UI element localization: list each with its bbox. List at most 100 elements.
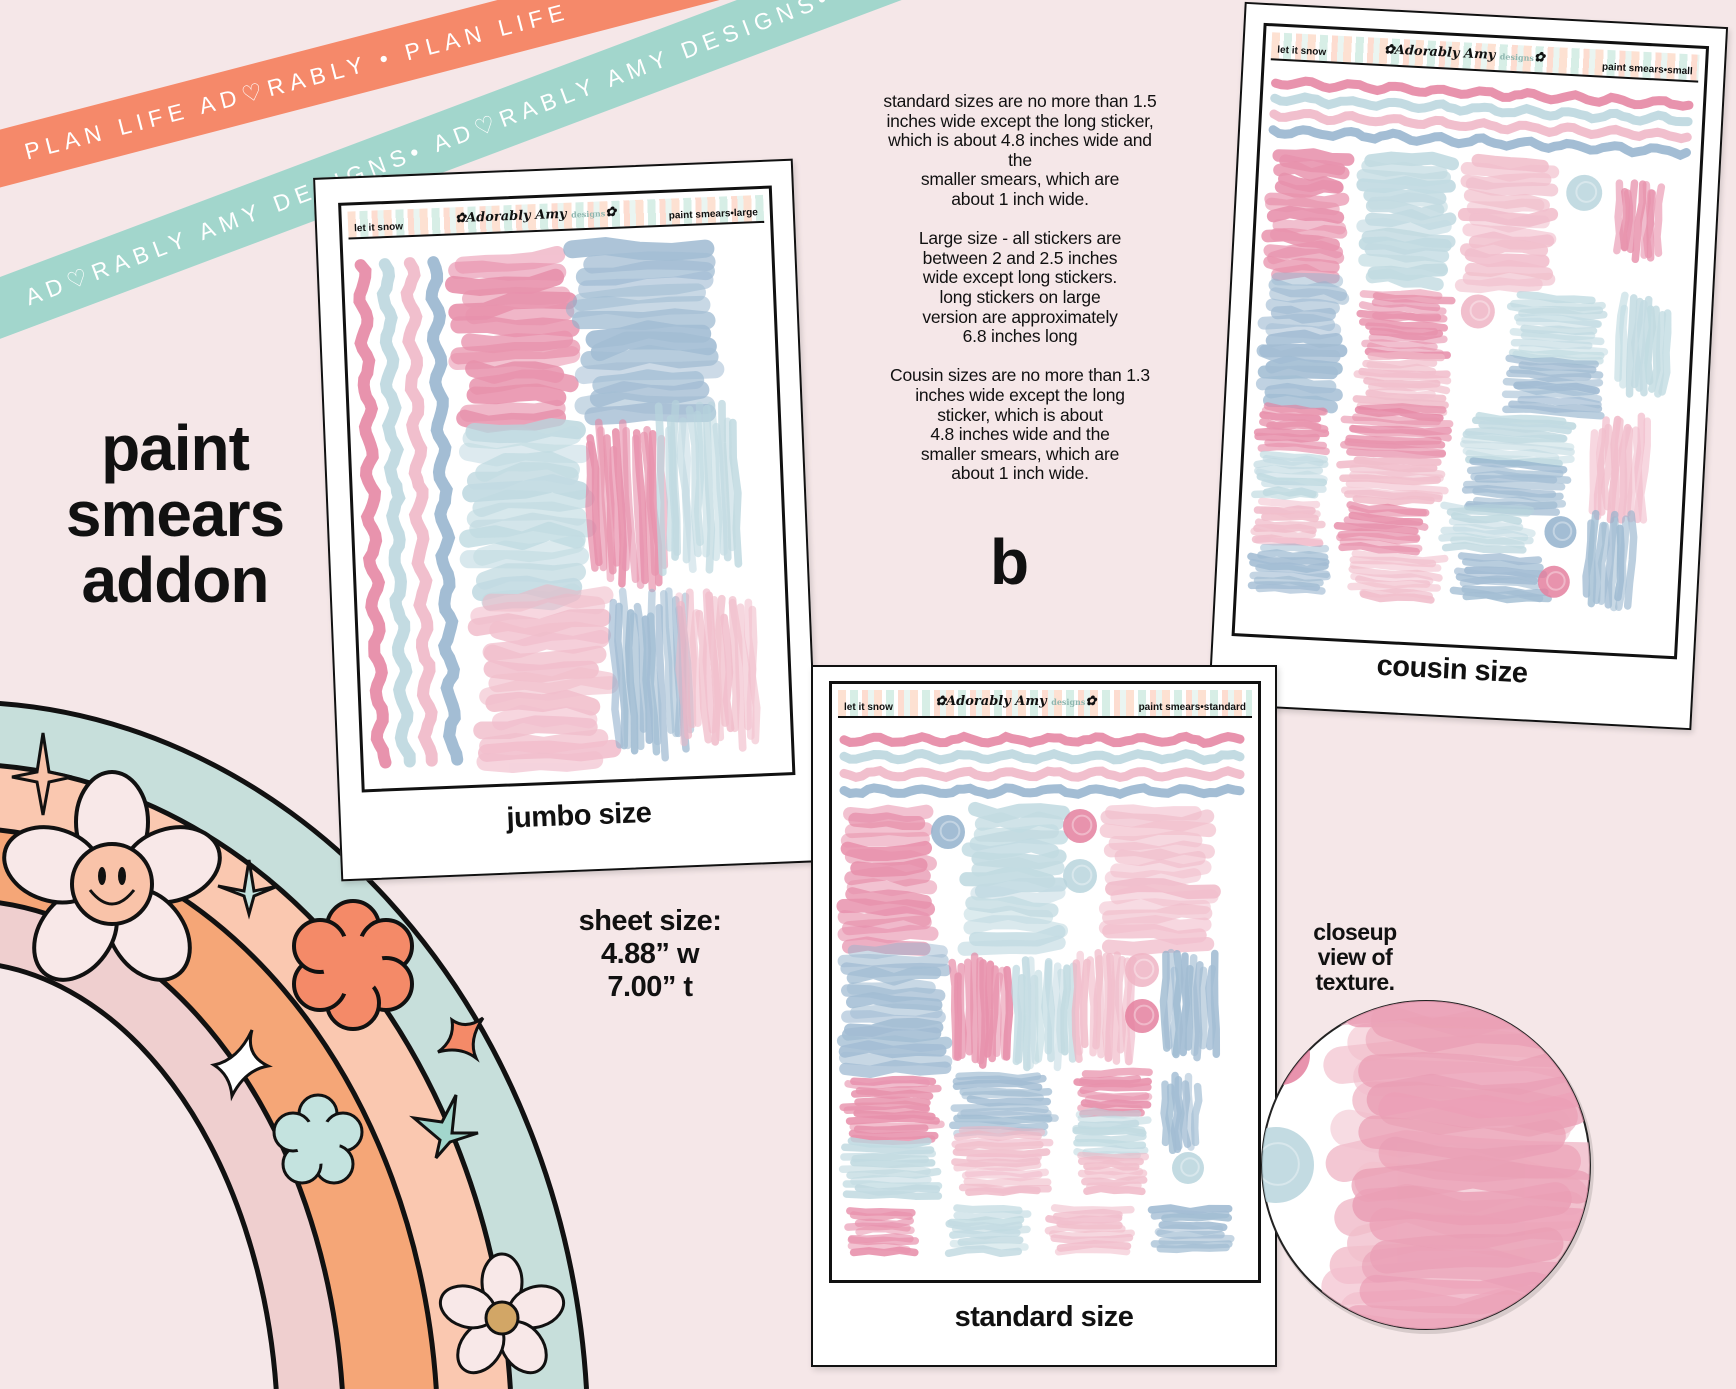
title-line: paint: [101, 412, 250, 484]
paint-stroke: [1271, 272, 1344, 288]
paint-stroke: [472, 489, 595, 518]
paint-stroke: [1060, 964, 1071, 1056]
paint-stroke: [580, 344, 719, 371]
paint-stroke: [1359, 318, 1449, 332]
paint-smear-sticker: [1147, 1204, 1235, 1254]
paint-stroke: [1262, 393, 1338, 414]
paint-stroke: [1338, 541, 1420, 556]
paint-stroke: [475, 562, 586, 590]
paint-stroke: [992, 972, 1004, 1057]
paint-stroke: [1198, 966, 1208, 1050]
paint-stroke: [1358, 236, 1452, 255]
paint-stroke: [669, 399, 682, 557]
paint-smear-sticker: [949, 1071, 1059, 1138]
paint-stroke: [466, 383, 567, 407]
paint-stroke: [459, 521, 586, 551]
paint-stroke: [952, 1148, 1051, 1158]
paint-stroke: [1264, 382, 1343, 402]
paint-smear-sticker: [844, 1207, 920, 1257]
paint-stroke: [846, 878, 938, 897]
paint-stroke: [1367, 350, 1445, 362]
paint-stroke: [971, 857, 1065, 878]
paint-stroke: [1254, 432, 1320, 443]
paint-stroke: [1352, 494, 1435, 506]
paint-stroke: [1631, 180, 1647, 264]
paint-smear-sticker: [1253, 402, 1330, 456]
paint-stroke: [1190, 1082, 1203, 1147]
paint-stroke: [1079, 1082, 1152, 1095]
paint-stroke: [850, 1089, 934, 1100]
long-paint-smear-sticker: [353, 259, 392, 769]
smiley-daisy-icon: [2, 770, 222, 982]
paint-stroke: [1254, 465, 1324, 475]
paint-dot-sticker: [1063, 809, 1097, 843]
paint-stroke: [1518, 307, 1608, 321]
sheet-header: let it snow ✿Adorably Amy designs✿ paint…: [838, 690, 1252, 718]
paint-stroke: [1044, 1223, 1126, 1235]
paint-stroke: [1372, 292, 1456, 305]
paint-stroke: [1259, 411, 1322, 423]
paint-stroke: [718, 399, 732, 562]
paint-stroke: [970, 952, 980, 1064]
paint-stroke: [571, 308, 716, 331]
paint-stroke: [1336, 532, 1420, 545]
paint-stroke: [1257, 497, 1321, 509]
paint-stroke: [458, 442, 591, 467]
paint-stroke: [953, 1130, 1042, 1142]
paint-stroke: [478, 739, 622, 762]
paint-stroke: [1365, 268, 1444, 291]
sparkle-icon: [11, 732, 73, 816]
paint-stroke: [469, 369, 579, 395]
paint-stroke: [953, 1161, 1042, 1172]
paint-stroke: [1163, 948, 1175, 1050]
paint-dot-texture: [1546, 571, 1566, 591]
paint-stroke: [1114, 955, 1127, 1054]
paint-stroke: [1339, 474, 1442, 486]
paint-stroke: [476, 751, 604, 774]
paint-stroke: [1617, 423, 1632, 524]
long-paint-smear-sticker: [839, 731, 1245, 748]
paint-stroke: [654, 402, 667, 577]
paint-dot-texture: [1575, 181, 1598, 203]
paint-stroke: [1257, 365, 1339, 380]
paint-stroke: [1179, 1080, 1192, 1148]
paint-stroke: [850, 1175, 932, 1186]
paint-stroke: [1034, 969, 1045, 1063]
card-label: jumbo size: [505, 796, 652, 835]
paint-stroke: [963, 915, 1069, 938]
paint-stroke: [1365, 199, 1445, 221]
paint-stroke: [1265, 197, 1340, 216]
paint-stroke: [1459, 576, 1540, 591]
paint-stroke: [1354, 406, 1444, 422]
paint-stroke: [1083, 1184, 1146, 1196]
paint-stroke: [1257, 313, 1336, 332]
paint-smear-sticker: [1098, 804, 1221, 956]
paint-stroke: [957, 1235, 1024, 1246]
paint-stroke: [1462, 591, 1552, 604]
paint-smear-sticker: [836, 804, 939, 956]
paint-stroke: [1514, 313, 1602, 328]
star-icon: [409, 1094, 479, 1159]
paint-stroke: [840, 831, 930, 848]
paint-stroke: [1365, 1022, 1582, 1068]
paint-stroke: [1251, 489, 1319, 500]
paint-stroke: [1247, 552, 1330, 566]
paint-stroke: [1014, 973, 1026, 1064]
paint-stroke: [1255, 563, 1331, 579]
paint-smear-sticker: [839, 1075, 945, 1146]
paint-stroke: [1210, 949, 1221, 1058]
paint-stroke: [609, 445, 622, 567]
paint-dot-texture: [1133, 958, 1155, 980]
paint-stroke: [1355, 575, 1431, 589]
paint-smear-sticker: [1582, 509, 1638, 612]
paint-stroke: [1260, 543, 1330, 555]
paint-stroke: [1450, 536, 1525, 549]
paint-stroke: [676, 417, 691, 564]
paint-stroke: [1156, 1243, 1230, 1254]
paint-stroke: [445, 268, 565, 296]
paint-smear-sticker: [1255, 272, 1350, 414]
paint-stroke: [1255, 583, 1326, 595]
paint-stroke: [1110, 859, 1212, 880]
paint-smear-sticker: [675, 588, 761, 752]
